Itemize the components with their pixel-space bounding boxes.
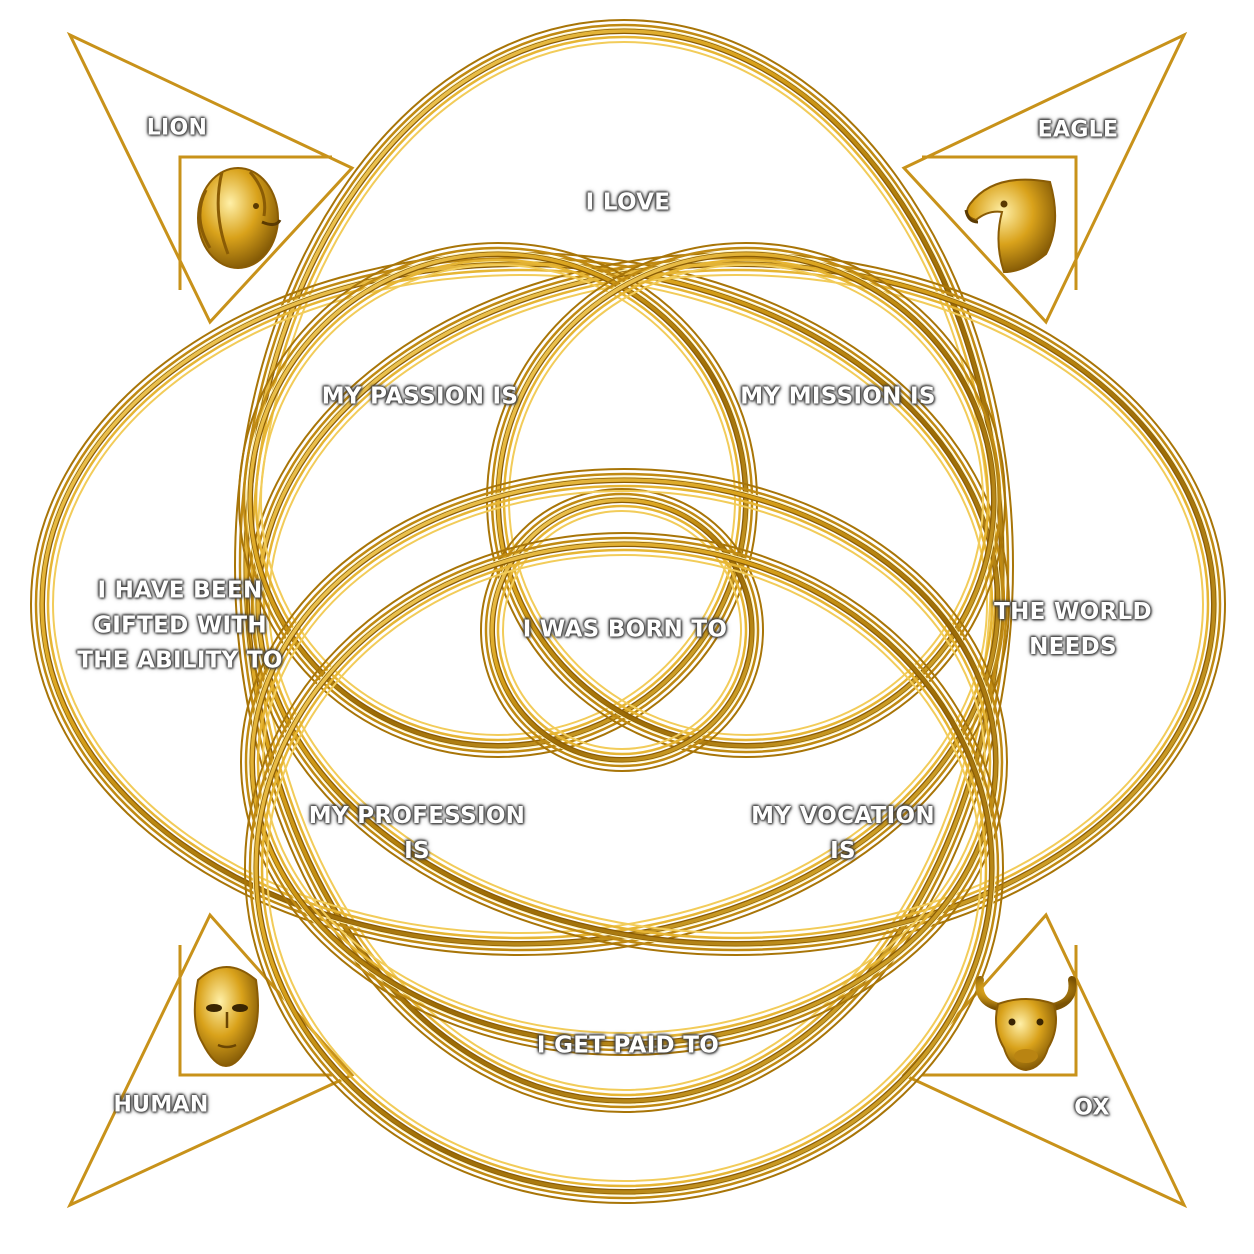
region-label-gifted-line: I HAVE BEEN (97, 577, 263, 604)
ring-strand (262, 268, 1210, 940)
ring-strand (496, 252, 996, 748)
ring-right-oval (246, 252, 1226, 956)
ring-strand (244, 472, 1004, 1052)
ring-strand (262, 490, 986, 1034)
region-label-passion: MY PASSION IS (321, 383, 519, 410)
eagle-head-icon (964, 178, 1057, 274)
region-label-gifted: I HAVE BEEN GIFTED WITH THE ABILITY TO (77, 574, 283, 679)
ring-strand (238, 23, 1010, 1109)
corner-label-eagle: EAGLE (1037, 117, 1119, 143)
region-label-love: I LOVE (585, 189, 671, 216)
corner-label-human: HUMAN (113, 1092, 209, 1118)
region-label-profession-line: IS (404, 838, 430, 864)
ring-strand (252, 540, 996, 1196)
region-label-mission: MY MISSION IS (740, 383, 936, 410)
region-label-vocation-line: MY VOCATION (751, 803, 935, 829)
ring-strand (40, 262, 1000, 946)
ring-strand (248, 252, 748, 748)
ring-strand (480, 488, 764, 772)
gold-rings (30, 19, 1226, 1204)
human-mask-icon (193, 966, 259, 1068)
corner-frame-ox (901, 912, 1188, 1209)
ring-strand (260, 548, 988, 1188)
region-label-profession: MY PROFESSION IS (309, 799, 525, 869)
ring-strand (484, 492, 760, 768)
region-label-world: THE WORLD NEEDS (994, 595, 1152, 665)
ring-strand (496, 504, 748, 756)
ring-strand (268, 274, 1204, 934)
region-label-world-line: NEEDS (1029, 634, 1117, 660)
ring-strand (46, 268, 994, 940)
region-label-paid: I GET PAID TO (536, 1032, 720, 1059)
ring-strand (248, 476, 1000, 1048)
ring-strand (234, 19, 1014, 1113)
ring-strand (254, 542, 994, 1194)
ring-strand (250, 256, 1222, 952)
corner-frame-lion (66, 31, 355, 325)
ring-strand (250, 478, 998, 1046)
ring-strand (242, 27, 1006, 1105)
ring-strand (490, 498, 754, 762)
ring-strand (240, 468, 1008, 1056)
region-label-vocation: MY VOCATION IS (751, 799, 935, 869)
region-label-gifted-line: THE ABILITY TO (77, 647, 283, 674)
corner-label-ox: OX (1074, 1095, 1110, 1121)
region-label-world-line: THE WORLD (994, 599, 1152, 625)
ring-strand (488, 496, 756, 764)
ring-center-small (480, 488, 764, 772)
region-label-gifted-line: GIFTED WITH (93, 612, 267, 639)
ring-strand (248, 536, 1000, 1200)
ring-strand (502, 510, 742, 750)
ring-strand (246, 250, 750, 750)
ring-bottom-large (244, 532, 1004, 1204)
ox-head-icon (975, 976, 1077, 1072)
region-label-profession-line: MY PROFESSION (308, 803, 526, 829)
ring-strand (52, 274, 988, 934)
ring-strand (34, 256, 1006, 952)
ring-strand (244, 532, 1004, 1204)
region-label-vocation-line: IS (830, 838, 856, 864)
corner-label-lion: LION (146, 115, 208, 141)
ring-strand (266, 554, 982, 1182)
ring-strand (256, 484, 992, 1040)
corner-frame-human (66, 912, 355, 1209)
ring-strand (256, 262, 1216, 946)
lion-head-icon (197, 167, 282, 269)
region-label-born: I WAS BORN TO (522, 616, 728, 643)
corner-frame-eagle (901, 31, 1188, 325)
ring-lower-mid (240, 468, 1008, 1056)
